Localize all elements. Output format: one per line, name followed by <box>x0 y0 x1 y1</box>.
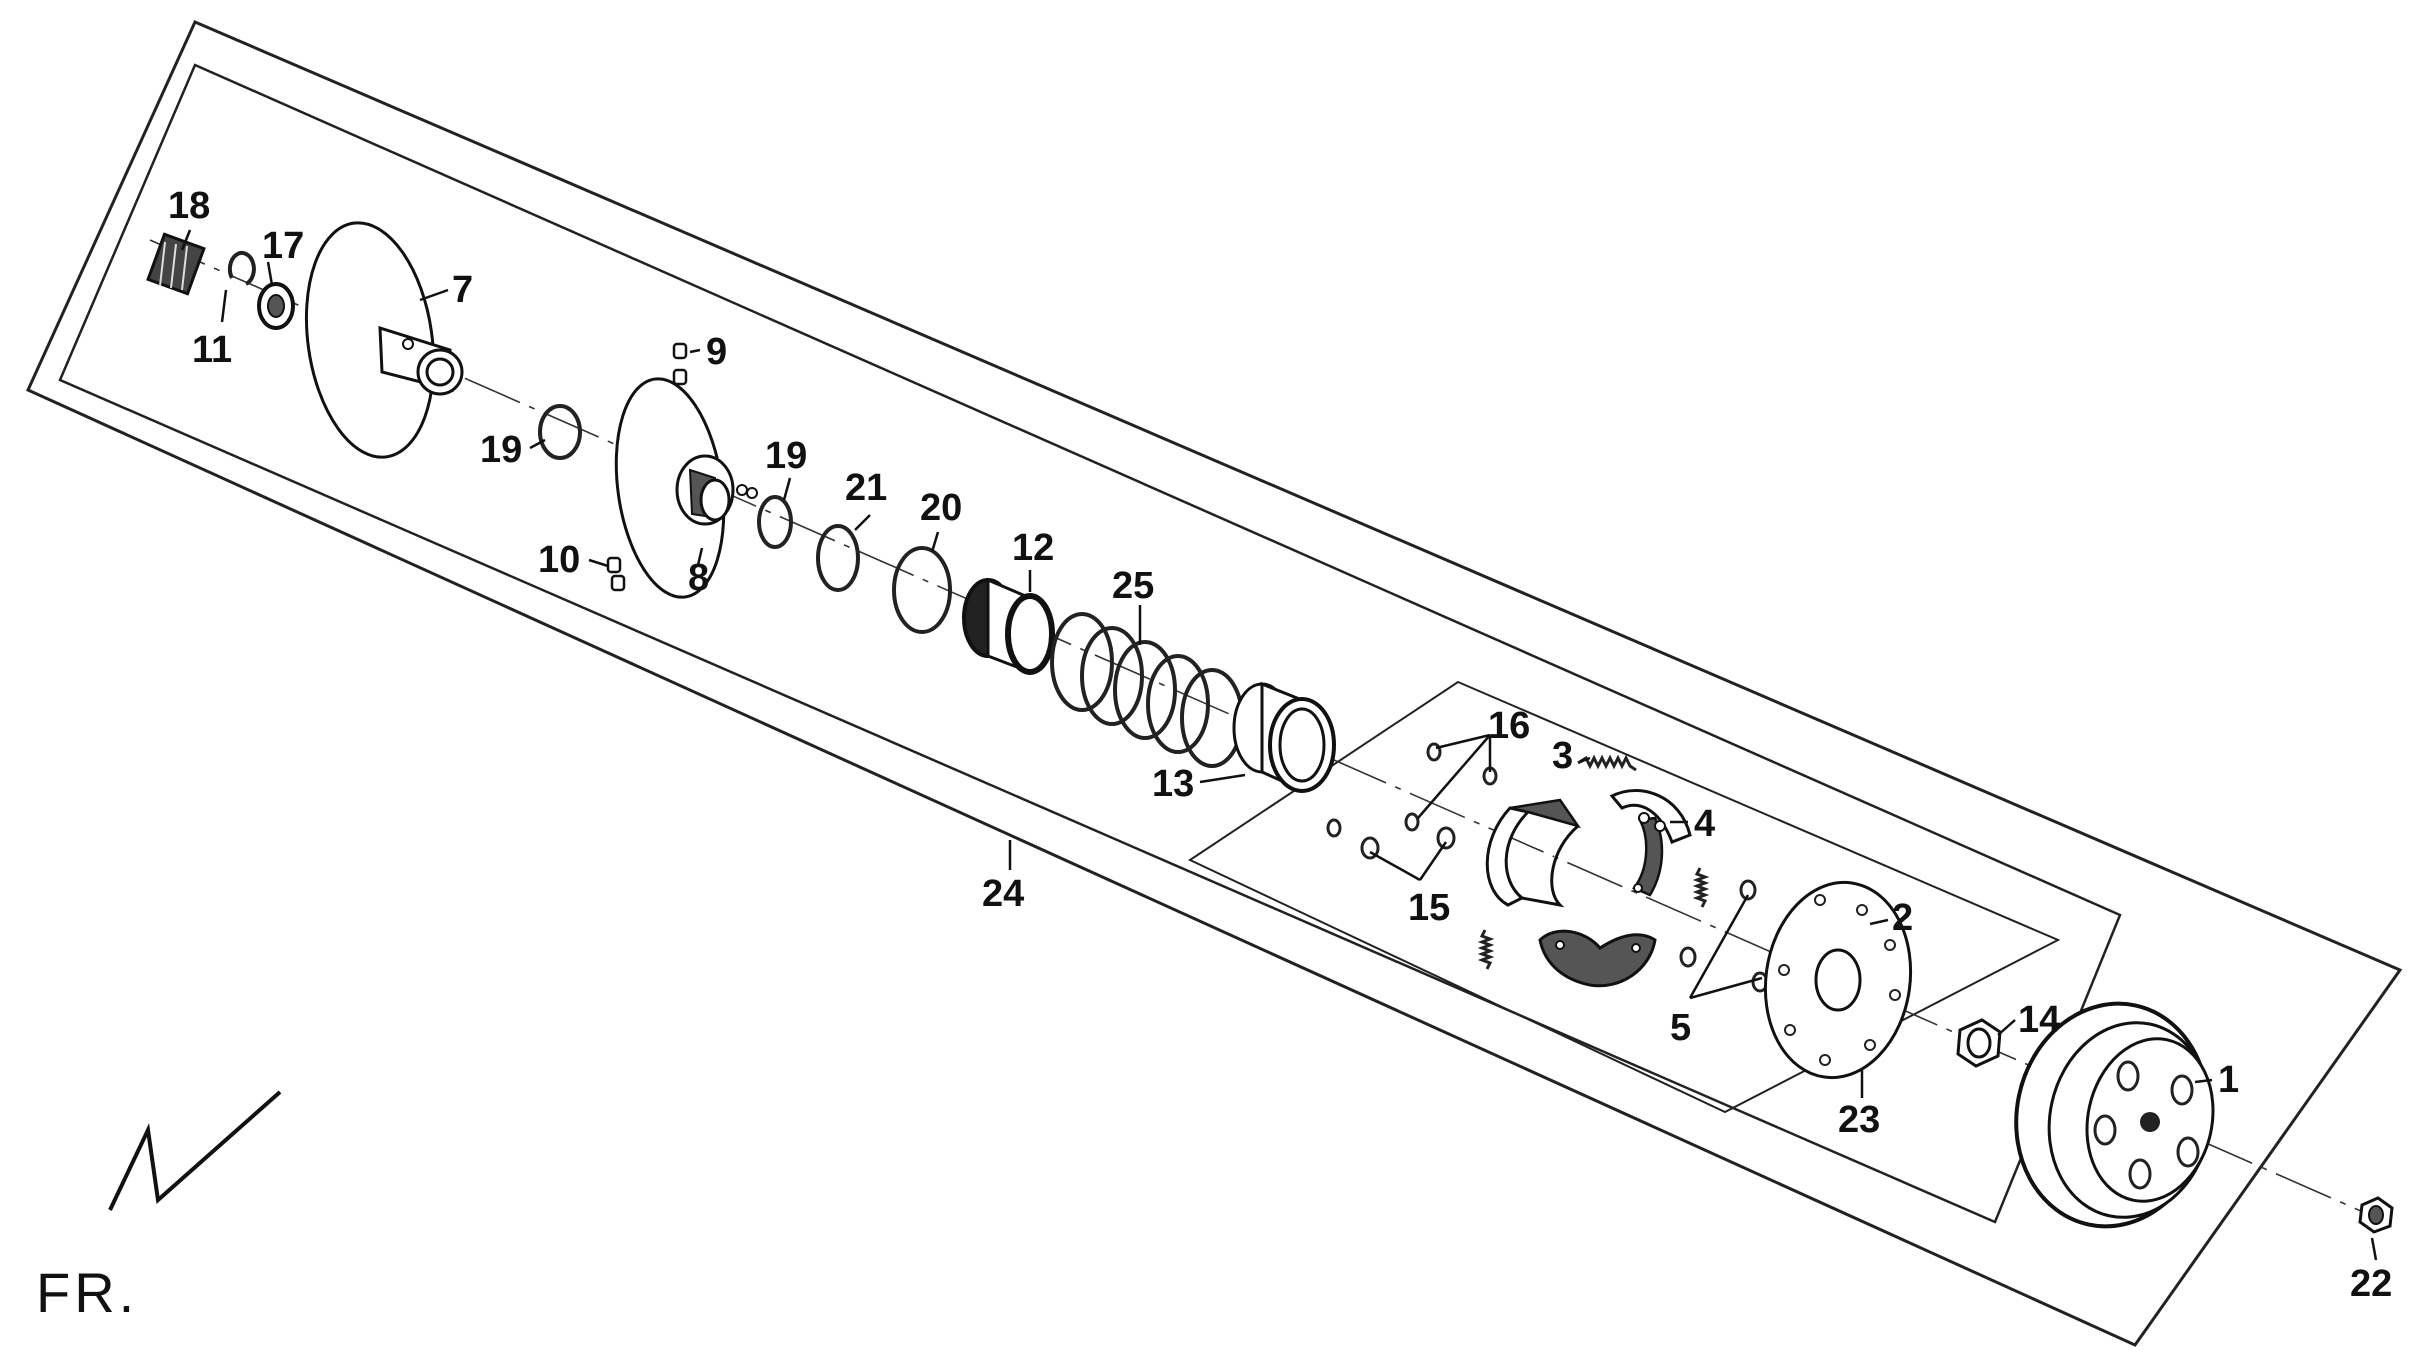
callout-2: 2 <box>1892 897 1913 939</box>
o-ring-part <box>538 404 582 460</box>
drive-plate-part <box>1763 880 1913 1080</box>
callout-13: 13 <box>1152 763 1194 805</box>
callout-11: 11 <box>192 329 232 371</box>
seal-pin-part <box>606 556 626 592</box>
ball-bearing-part <box>257 282 295 330</box>
callout-19-second: 19 <box>765 435 807 477</box>
clutch-spring-part-3 <box>1477 929 1495 970</box>
seal-ring-part <box>816 524 860 592</box>
clutch-shoe-part <box>1485 798 1582 908</box>
callout-20: 20 <box>920 487 962 529</box>
callout-3: 3 <box>1552 735 1573 777</box>
oil-seal-ring-part <box>892 546 952 634</box>
e-clip-parts <box>1326 742 1498 838</box>
fixed-driven-face-part <box>304 221 464 459</box>
guide-pin-part <box>672 342 688 386</box>
movable-driven-face-part <box>614 377 758 599</box>
callout-4: 4 <box>1694 803 1715 845</box>
callout-19: 19 <box>480 429 522 471</box>
callout-9: 9 <box>706 331 727 373</box>
callout-25: 25 <box>1112 565 1154 607</box>
callout-7: 7 <box>452 269 473 311</box>
driven-spring-part <box>1050 612 1244 768</box>
front-direction-arrow <box>108 1090 282 1211</box>
circlip-part <box>227 251 256 286</box>
spring-seat-collar-part <box>962 577 1055 675</box>
clutch-subassembly-frame <box>1187 680 2061 1114</box>
clutch-shoe-part-3 <box>1538 929 1657 988</box>
callout-23: 23 <box>1838 1099 1880 1141</box>
clutch-outer-part <box>2014 1001 2215 1229</box>
front-direction-label: FR. <box>36 1261 138 1324</box>
clutch-spring-part-2 <box>1692 867 1710 908</box>
clutch-shoe-part-2 <box>1609 789 1692 897</box>
clutch-nut-part <box>1956 1018 2002 1068</box>
callout-15: 15 <box>1408 887 1450 929</box>
inner-assembly-frame <box>58 63 2122 1224</box>
callout-18: 18 <box>168 185 210 227</box>
washer-parts <box>1360 826 1456 860</box>
callout-17: 17 <box>262 225 304 267</box>
outer-assembly-frame <box>26 20 2403 1347</box>
callout-10: 10 <box>538 539 580 581</box>
callout-24: 24 <box>982 873 1024 915</box>
callout-5: 5 <box>1670 1007 1691 1049</box>
callout-22: 22 <box>2350 1263 2392 1305</box>
spring-seat-part <box>1232 681 1336 793</box>
o-ring-part-2 <box>757 495 793 549</box>
callout-1: 1 <box>2218 1059 2239 1101</box>
pin-washer-parts <box>1679 879 1769 993</box>
callout-12: 12 <box>1012 527 1054 569</box>
callout-8: 8 <box>688 557 709 599</box>
callout-14: 14 <box>2018 999 2060 1041</box>
callout-16: 16 <box>1488 705 1530 747</box>
clutch-spring-part <box>1577 754 1637 772</box>
callout-21: 21 <box>845 467 887 509</box>
flange-nut-part <box>2358 1196 2394 1234</box>
leader-lines <box>180 229 2378 1261</box>
